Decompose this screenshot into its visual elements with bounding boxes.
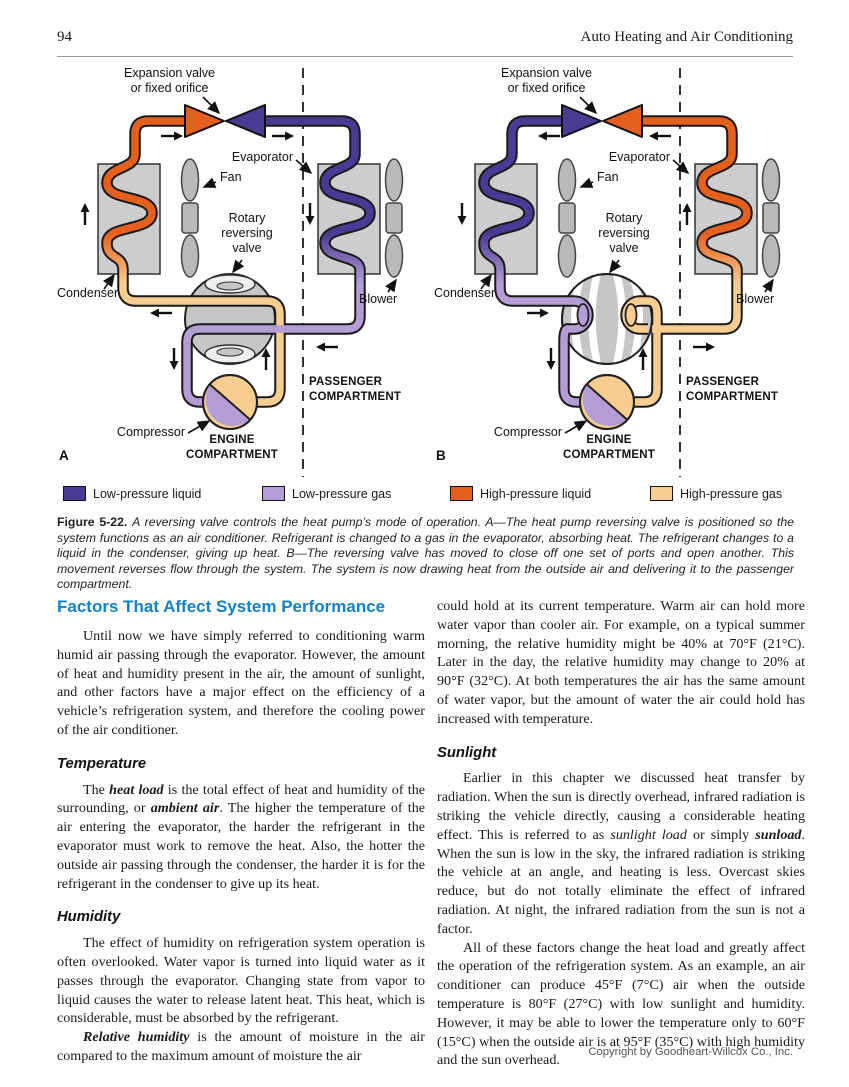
label-evaporator: Evaporator — [231, 150, 293, 164]
sunlight-paragraph-2: All of these factors change the heat loa… — [437, 939, 805, 1069]
label-rotary-valve: Rotary reversing valve — [598, 211, 650, 255]
figure-caption-label: Figure 5-22. — [57, 515, 128, 529]
label-blower: Blower — [359, 292, 398, 306]
subheading-humidity: Humidity — [57, 909, 121, 926]
label-condenser: Condenser — [57, 286, 119, 300]
label-engine-compartment: ENGINE COMPARTMENT — [185, 434, 279, 461]
label-fan: Fan — [597, 170, 619, 184]
header-rule — [57, 56, 793, 57]
expansion-valve-shape — [561, 104, 643, 138]
rotary-valve-shape — [184, 273, 276, 365]
compressor-shape — [579, 374, 635, 430]
diagram-b-svg — [456, 68, 781, 477]
humidity-paragraph-continued: could hold at its current temperature. W… — [437, 598, 805, 727]
figure-caption: Figure 5-22. A reversing valve controls … — [57, 515, 794, 593]
section-heading: Factors That Affect System Performance — [57, 597, 386, 616]
legend-swatch-low-pressure-gas — [262, 486, 285, 501]
fan-shape — [557, 158, 577, 278]
humidity-paragraph-2: Relative humidity is the amount of moist… — [57, 1029, 425, 1064]
label-fan: Fan — [220, 170, 242, 184]
label-engine-compartment: ENGINE COMPARTMENT — [562, 434, 656, 461]
blower-shape — [761, 158, 781, 278]
label-condenser: Condenser — [434, 286, 496, 300]
refrigerant-pipes — [478, 115, 753, 408]
label-pointer-arrows — [479, 96, 774, 434]
label-passenger-compartment: PASSENGER COMPARTMENT — [309, 376, 402, 403]
expansion-valve-shape — [184, 104, 266, 138]
intro-paragraph: Until now we have simply referred to con… — [57, 628, 425, 738]
label-diagram-a: A — [59, 448, 69, 463]
subheading-temperature: Temperature — [57, 755, 147, 772]
label-blower: Blower — [736, 292, 775, 306]
fan-shape — [180, 158, 200, 278]
legend-item: Low-pressure liquid — [63, 486, 201, 501]
subheading-sunlight: Sunlight — [437, 744, 497, 761]
legend-label: High-pressure gas — [680, 486, 783, 501]
label-evaporator: Evaporator — [608, 150, 670, 164]
refrigerant-pipes — [101, 115, 376, 408]
label-rotary-valve: Rotary reversing valve — [221, 211, 273, 255]
legend-swatch-high-pressure-gas — [650, 486, 673, 501]
label-diagram-b: B — [436, 448, 446, 463]
label-compressor: Compressor — [116, 425, 185, 439]
compressor-shape — [202, 374, 258, 430]
right-column: could hold at its current temperature. W… — [437, 597, 805, 1070]
page-number: 94 — [57, 29, 72, 45]
label-passenger-compartment: PASSENGER COMPARTMENT — [686, 376, 779, 403]
label-pointer-arrows — [102, 96, 397, 434]
diagram-a-svg — [79, 68, 404, 477]
diagram-a: Expansion valve or fixed orifice Evapora… — [57, 64, 437, 479]
temperature-paragraph: The heat load is the total effect of hea… — [57, 781, 425, 892]
label-compressor: Compressor — [493, 425, 562, 439]
copyright-notice: Copyright by Goodheart-Willcox Co., Inc. — [588, 1046, 793, 1058]
label-expansion-valve: Expansion valve or fixed orifice — [500, 66, 593, 95]
diagram-b: Expansion valve or fixed orifice Evapora… — [434, 64, 814, 479]
humidity-paragraph-1: The effect of humidity on refrigeration … — [57, 935, 425, 1027]
legend-item: High-pressure gas — [650, 486, 782, 501]
legend-label: Low-pressure gas — [292, 486, 392, 501]
figure-caption-text: A reversing valve controls the heat pump… — [57, 515, 794, 592]
legend-item: High-pressure liquid — [450, 486, 591, 501]
sunlight-paragraph-1: Earlier in this chapter we discussed hea… — [437, 770, 805, 937]
legend-label: High-pressure liquid — [480, 486, 592, 501]
page-header: 94 Auto Heating and Air Conditioning — [57, 29, 793, 46]
left-column: Factors That Affect System Performance U… — [57, 597, 425, 1066]
legend-label: Low-pressure liquid — [93, 486, 202, 501]
legend-swatch-low-pressure-liquid — [63, 486, 86, 501]
legend-item: Low-pressure gas — [262, 486, 391, 501]
rotary-valve-shape — [561, 273, 653, 365]
label-expansion-valve: Expansion valve or fixed orifice — [123, 66, 216, 95]
running-head: Auto Heating and Air Conditioning — [580, 29, 793, 45]
legend-swatch-high-pressure-liquid — [450, 486, 473, 501]
blower-shape — [384, 158, 404, 278]
